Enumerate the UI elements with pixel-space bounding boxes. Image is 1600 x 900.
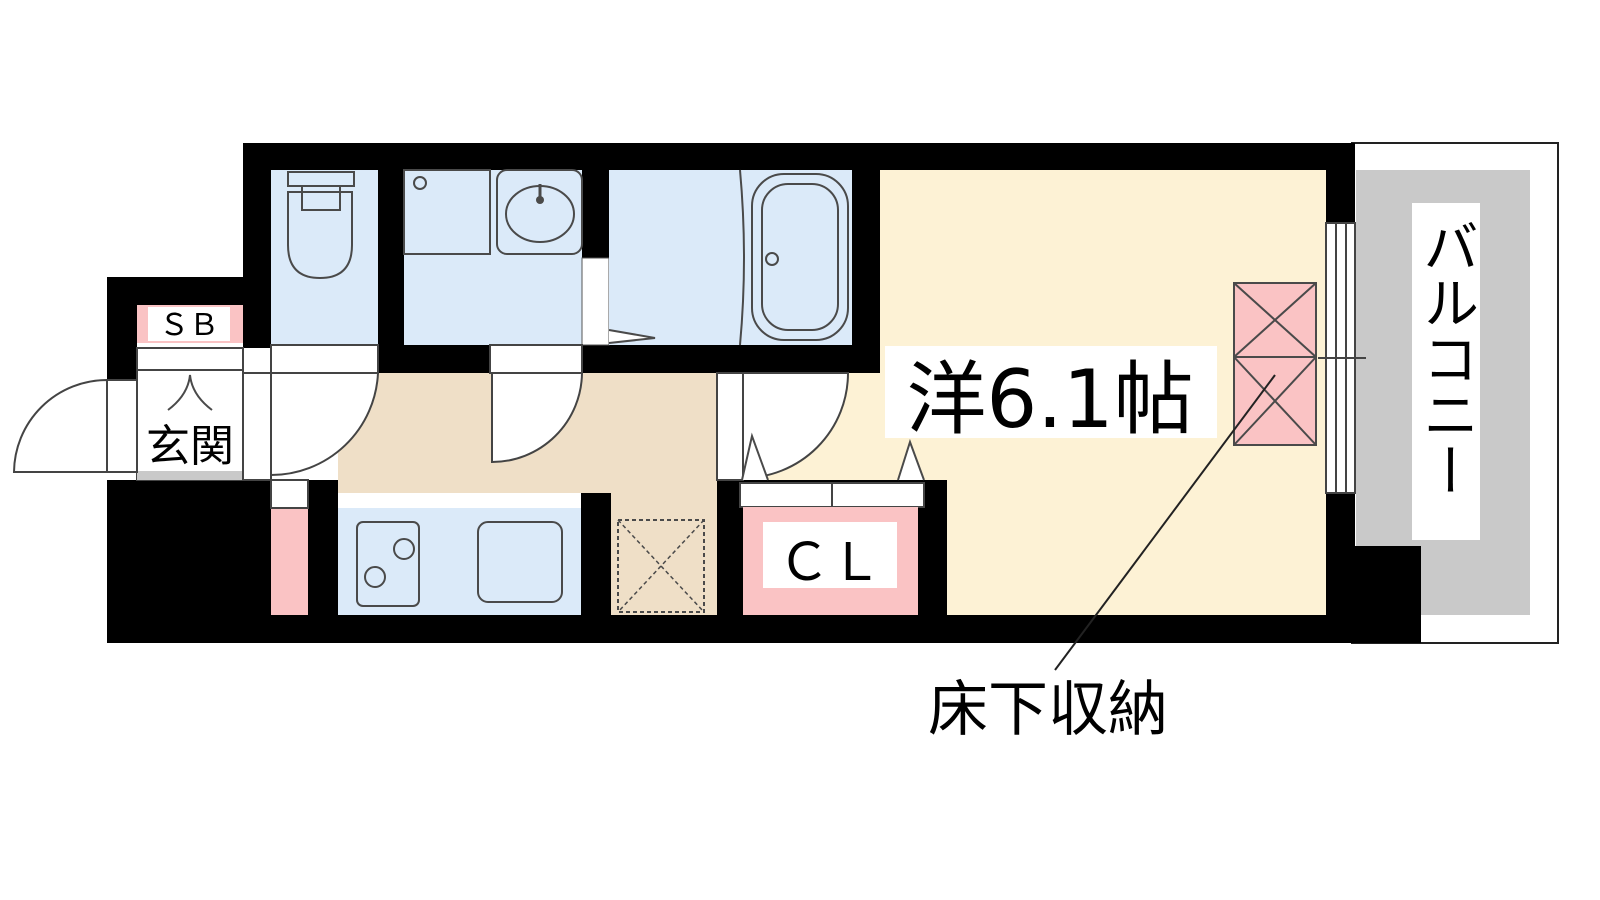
shoe-box-door-marks xyxy=(167,374,213,411)
room-door xyxy=(716,372,850,481)
closet-label-bg xyxy=(763,522,897,588)
bathroom xyxy=(581,169,852,346)
western-room-label-bg xyxy=(885,346,1217,438)
balcony: バルコニー xyxy=(1351,142,1559,644)
kitchen xyxy=(338,508,581,615)
wall-entrance-left xyxy=(107,277,137,380)
storage-strip-top xyxy=(270,479,309,509)
wall-right-upper xyxy=(1326,143,1355,223)
wall-bottom xyxy=(107,615,1421,643)
entrance-step xyxy=(137,471,243,480)
balcony-label-bg xyxy=(1412,203,1480,540)
shoe-box-label: ＳＢ xyxy=(159,308,219,343)
kitchen-sink xyxy=(477,521,563,603)
burner-icon xyxy=(393,538,415,560)
closet: ＣＬ xyxy=(739,432,925,615)
closet-label: ＣＬ xyxy=(778,533,882,593)
entrance: ＳＢ 玄関 xyxy=(12,305,272,481)
toilet-door-header xyxy=(270,344,379,374)
washroom-door-header xyxy=(489,344,583,374)
shoe-box-shelf xyxy=(136,347,244,371)
toilet-bowl xyxy=(287,191,353,280)
underfloor-cross xyxy=(1233,356,1317,446)
wall-kitchen-right xyxy=(581,493,611,643)
washroom-door-swing xyxy=(491,372,584,464)
wall-bath-right xyxy=(852,143,880,373)
washroom-door xyxy=(489,344,584,464)
underfloor-storage: 床下収納 xyxy=(928,282,1317,745)
wall-washroom-right xyxy=(582,143,609,258)
fridge-space xyxy=(617,519,705,613)
walls xyxy=(107,143,1421,643)
washing-machine-space xyxy=(403,169,491,255)
wall-right-ledge xyxy=(1326,546,1421,643)
closet-door-marks xyxy=(741,432,925,481)
bathtub xyxy=(751,173,849,341)
washroom xyxy=(403,169,583,345)
wall-wet-bottom xyxy=(378,345,853,373)
underfloor-storage-label: 床下収納 xyxy=(928,675,1168,745)
entrance-label-bg xyxy=(140,420,240,466)
fridge-space-box xyxy=(617,519,705,613)
balcony-window xyxy=(1318,222,1366,494)
washroom-floor xyxy=(404,170,582,345)
corridor-floor-lower xyxy=(611,493,717,615)
entrance-door-swing xyxy=(12,378,108,473)
entrance-door-frame xyxy=(106,379,138,473)
bath-drain-icon xyxy=(765,252,779,266)
underfloor-cross xyxy=(1233,282,1317,358)
bath-folding-door xyxy=(608,329,656,344)
wall-left-upper xyxy=(243,143,271,348)
shoe-box-label-bg xyxy=(148,307,230,341)
faucet-head-icon xyxy=(536,196,544,204)
toilet-door xyxy=(270,344,380,477)
balcony-label: バルコニー xyxy=(1414,218,1479,498)
vanity-counter xyxy=(496,169,583,255)
toilet-lid xyxy=(301,185,341,211)
toilet-room xyxy=(271,170,378,345)
burner-icon xyxy=(364,566,386,588)
entrance-jamb xyxy=(242,372,272,481)
kitchen-counter xyxy=(338,508,581,615)
room-door-jamb xyxy=(716,372,744,481)
western-room-label: 洋6.1帖 xyxy=(906,353,1193,446)
storage-strip-pink xyxy=(271,508,308,615)
bath-wall-curve xyxy=(739,169,745,346)
bathroom-floor xyxy=(609,170,852,345)
toilet-door-swing xyxy=(270,372,380,477)
underfloor-leader-line xyxy=(1054,374,1276,671)
wall-toilet-right xyxy=(378,143,404,373)
bath-door-gap xyxy=(581,257,610,346)
wall-top xyxy=(243,143,1355,170)
wall-corridor-bottom-left xyxy=(308,480,338,643)
drain-icon xyxy=(413,176,427,190)
stove-top xyxy=(356,521,420,607)
wall-bottom-left-block xyxy=(107,480,272,643)
bathtub-inner xyxy=(761,183,839,331)
entrance-label: 玄関 xyxy=(146,421,234,472)
balcony-ledge xyxy=(1423,546,1530,615)
